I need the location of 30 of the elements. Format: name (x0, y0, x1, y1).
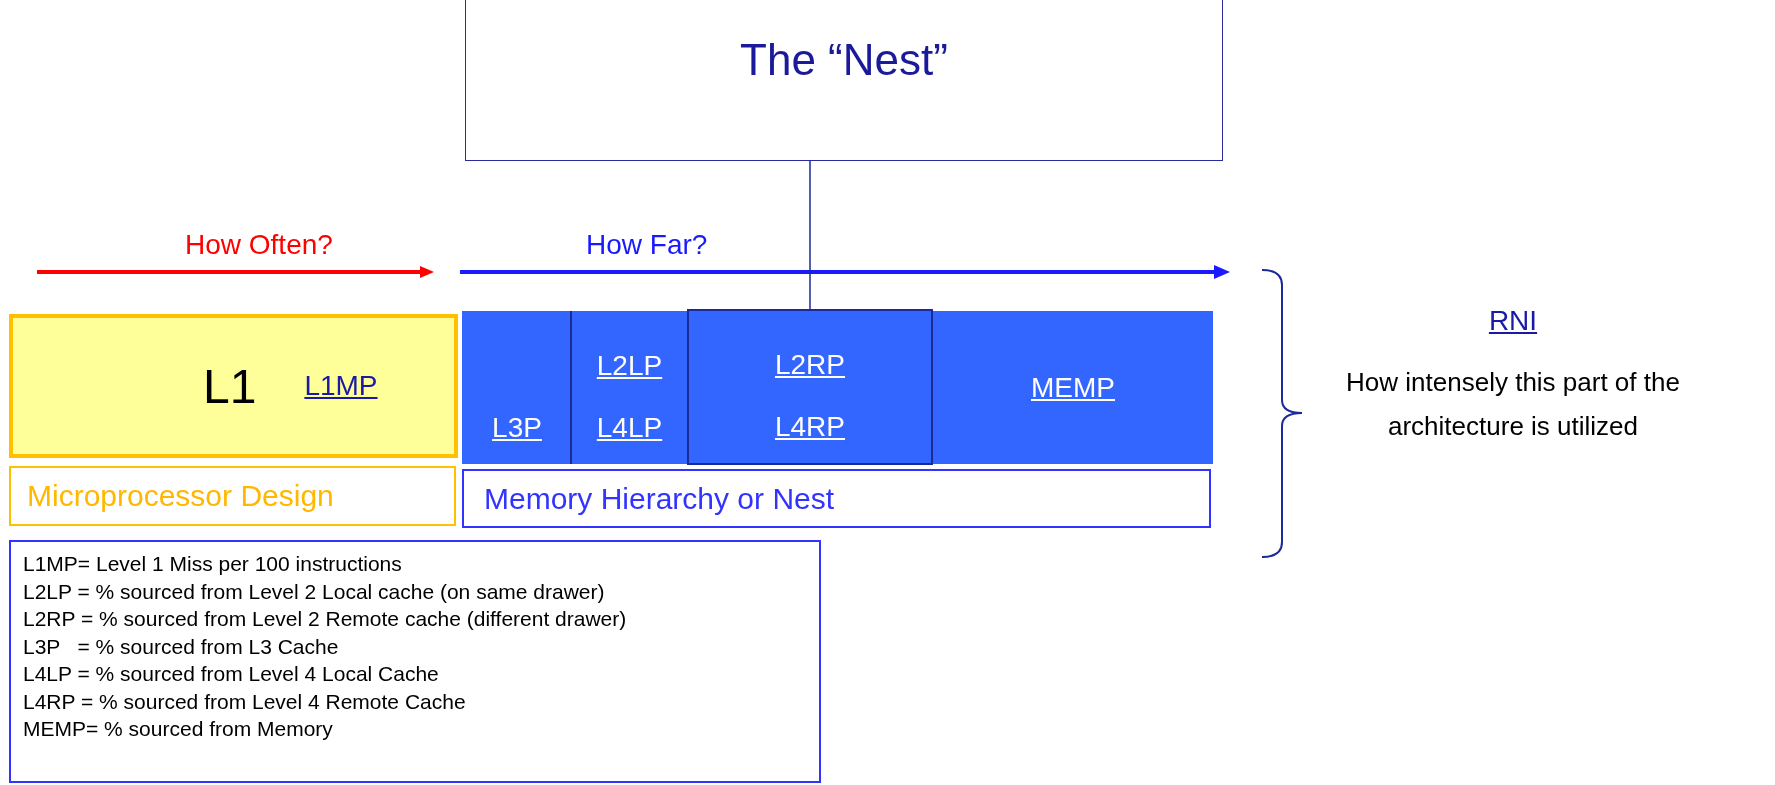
metric-link: MEMP (1031, 371, 1115, 404)
description-text: How intensely this part of the architecture is utilized (1345, 366, 1681, 443)
metric-link: L4LP (596, 411, 663, 444)
axis-label: How Often? (185, 229, 333, 261)
definition-text: L2RP = % sourced from Level 2 Remote cache (different drawer) (23, 606, 628, 632)
definition-text: L2LP = % sourced from Level 2 Local cache (on same drawer) (23, 578, 606, 605)
metric-link: L3P (492, 412, 542, 444)
nest-box (465, 0, 1223, 161)
metric-link: L2RP (774, 349, 845, 381)
memory-band (462, 311, 1213, 464)
definition-text: MEMP= % sourced from Memory (23, 716, 334, 742)
axis-label: How Far? (586, 229, 708, 261)
section-label: Microprocessor Design (27, 479, 334, 513)
metric-link: RNI (1488, 305, 1538, 337)
cache-level-label: L1 (203, 358, 257, 414)
l1-box (9, 314, 458, 458)
definition-text: L3P = % sourced from L3 Cache (23, 633, 340, 660)
definition-text: L4LP = % sourced from Level 4 Local Cache (23, 661, 440, 687)
section-box (9, 466, 456, 526)
section-box (462, 469, 1211, 528)
definition-text: L4RP = % sourced from Level 4 Remote Cache (23, 688, 467, 715)
remote-cache-box (687, 309, 933, 465)
connector-line (809, 160, 811, 310)
metric-link: L1MP (304, 370, 378, 402)
metric-link: L2LP (596, 349, 663, 382)
section-label: Memory Hierarchy or Nest (484, 481, 835, 516)
box-title: The “Nest” (740, 35, 948, 85)
definition-text: L1MP= Level 1 Miss per 100 instructions (23, 551, 403, 577)
definitions-box (9, 540, 821, 783)
metric-link: L4RP (774, 411, 845, 443)
